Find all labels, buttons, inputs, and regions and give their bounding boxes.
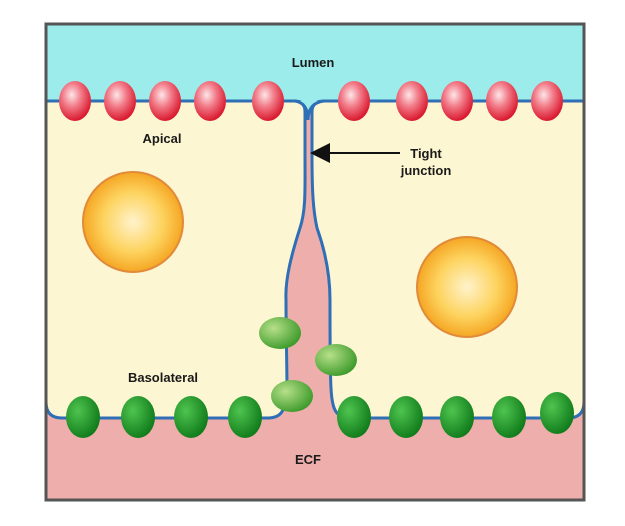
tight-junction-label-line2: junction xyxy=(400,163,452,178)
lateral-proteins xyxy=(259,317,357,412)
apical-protein xyxy=(104,81,136,121)
apical-protein xyxy=(338,81,370,121)
lumen-label: Lumen xyxy=(292,55,335,70)
basolateral-protein xyxy=(66,396,100,438)
apical-protein xyxy=(486,81,518,121)
basolateral-protein xyxy=(337,396,371,438)
apical-protein xyxy=(194,81,226,121)
apical-proteins xyxy=(59,81,563,121)
basolateral-protein xyxy=(121,396,155,438)
apical-label: Apical xyxy=(142,131,181,146)
basolateral-protein xyxy=(389,396,423,438)
lateral-protein xyxy=(271,380,313,412)
basolateral-protein xyxy=(540,392,574,434)
basolateral-protein xyxy=(174,396,208,438)
basolateral-proteins xyxy=(66,392,574,438)
lateral-protein xyxy=(259,317,301,349)
apical-protein xyxy=(59,81,91,121)
apical-protein xyxy=(252,81,284,121)
frame-border xyxy=(44,22,586,502)
apical-protein xyxy=(396,81,428,121)
tight-junction xyxy=(294,99,325,121)
apical-protein xyxy=(149,81,181,121)
lateral-protein xyxy=(315,344,357,376)
nucleus-right xyxy=(416,236,518,338)
apical-protein xyxy=(531,81,563,121)
basolateral-protein xyxy=(492,396,526,438)
tight-junction-label-line1: Tight xyxy=(410,146,442,161)
basolateral-protein xyxy=(440,396,474,438)
nucleus-left xyxy=(82,171,184,273)
apical-protein xyxy=(441,81,473,121)
basolateral-label: Basolateral xyxy=(128,370,198,385)
ecf-label: ECF xyxy=(295,452,321,467)
basolateral-protein xyxy=(228,396,262,438)
